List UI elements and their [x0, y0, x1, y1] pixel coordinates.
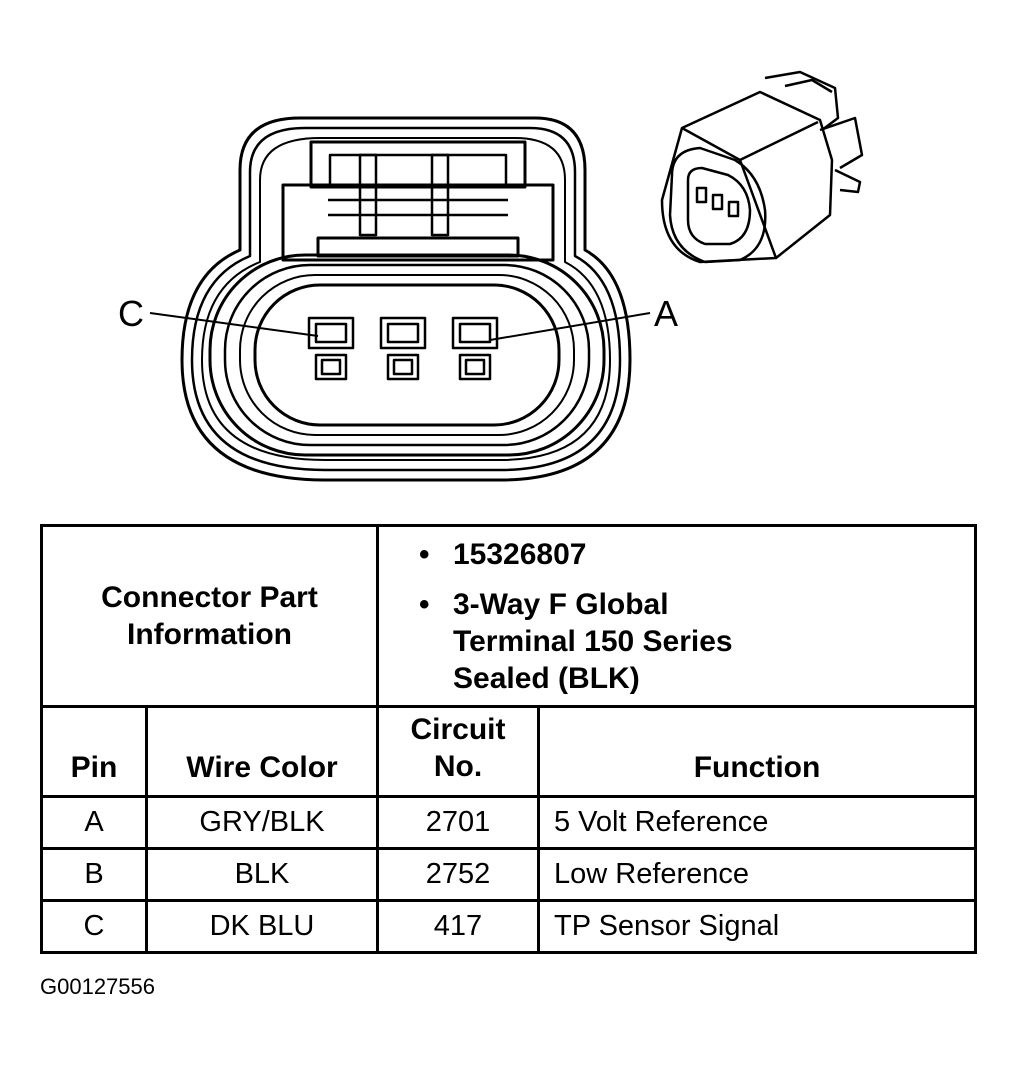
function-cell: Low Reference — [536, 847, 978, 902]
part-info-row: Connector Part Information • 15326807 • … — [40, 524, 978, 708]
latch-housing — [281, 183, 555, 262]
part-number-item: • 15326807 — [419, 536, 974, 573]
pin-cell: A — [40, 795, 148, 850]
circuit-cell: 417 — [376, 899, 540, 954]
connector-diagram — [149, 70, 864, 482]
table-row: C DK BLU 417 TP Sensor Signal — [40, 899, 978, 954]
part-description-item: • 3-Way F Global Terminal 150 Series Sea… — [419, 586, 974, 697]
terminal-b — [379, 316, 427, 381]
header-wire-color: Wire Color — [145, 705, 379, 798]
part-info-label-cell: Connector Part Information — [40, 524, 379, 708]
header-function: Function — [536, 705, 978, 798]
connector-housing-inner — [190, 126, 622, 472]
wire-color-cell: GRY/BLK — [145, 795, 379, 850]
pin-label-c: C — [118, 293, 144, 334]
terminal-cavity — [253, 283, 561, 427]
function-cell: 5 Volt Reference — [536, 795, 978, 850]
table-row: A GRY/BLK 2701 5 Volt Reference — [40, 795, 978, 850]
pin-cell: B — [40, 847, 148, 902]
wire-color-cell: BLK — [145, 847, 379, 902]
pin-cell: C — [40, 899, 148, 954]
table-row: B BLK 2752 Low Reference — [40, 847, 978, 902]
circuit-cell: 2752 — [376, 847, 540, 902]
header-circuit-line1: Circuit — [410, 713, 506, 746]
part-description-line: Sealed (BLK) — [453, 661, 640, 695]
connector-info-table: Connector Part Information • 15326807 • … — [40, 524, 978, 954]
seal-outer — [208, 253, 606, 457]
leader-line-a — [489, 312, 651, 341]
figure-id: G00127556 — [40, 974, 155, 999]
circuit-cell: 2701 — [376, 795, 540, 850]
part-info-cell: • 15326807 • 3-Way F Global Terminal 150… — [375, 524, 978, 708]
part-number: 15326807 — [453, 537, 587, 571]
header-circuit-no: Circuit No. — [376, 705, 540, 798]
part-description-line: Terminal 150 Series — [453, 624, 733, 658]
part-info-label: Connector Part Information — [101, 581, 318, 651]
connector-housing-outer — [180, 116, 632, 482]
function-cell: TP Sensor Signal — [536, 899, 978, 954]
part-description-line: 3-Way F Global — [453, 587, 669, 621]
bullet: • — [419, 537, 430, 571]
header-pin: Pin — [40, 705, 148, 798]
leader-line-c — [149, 312, 319, 337]
header-row: Pin Wire Color Circuit No. Function — [40, 705, 978, 798]
pin-label-a: A — [654, 293, 679, 334]
terminal-c — [307, 316, 355, 381]
part-description: 3-Way F Global Terminal 150 Series Seale… — [453, 586, 733, 697]
wire-color-cell: DK BLU — [145, 899, 379, 954]
terminal-a — [451, 316, 499, 381]
seal-middle — [223, 263, 591, 447]
header-circuit-line2: No. — [433, 750, 483, 783]
bullet: • — [419, 587, 430, 621]
connector-iso-view — [660, 70, 864, 264]
seal-inner — [239, 274, 575, 436]
